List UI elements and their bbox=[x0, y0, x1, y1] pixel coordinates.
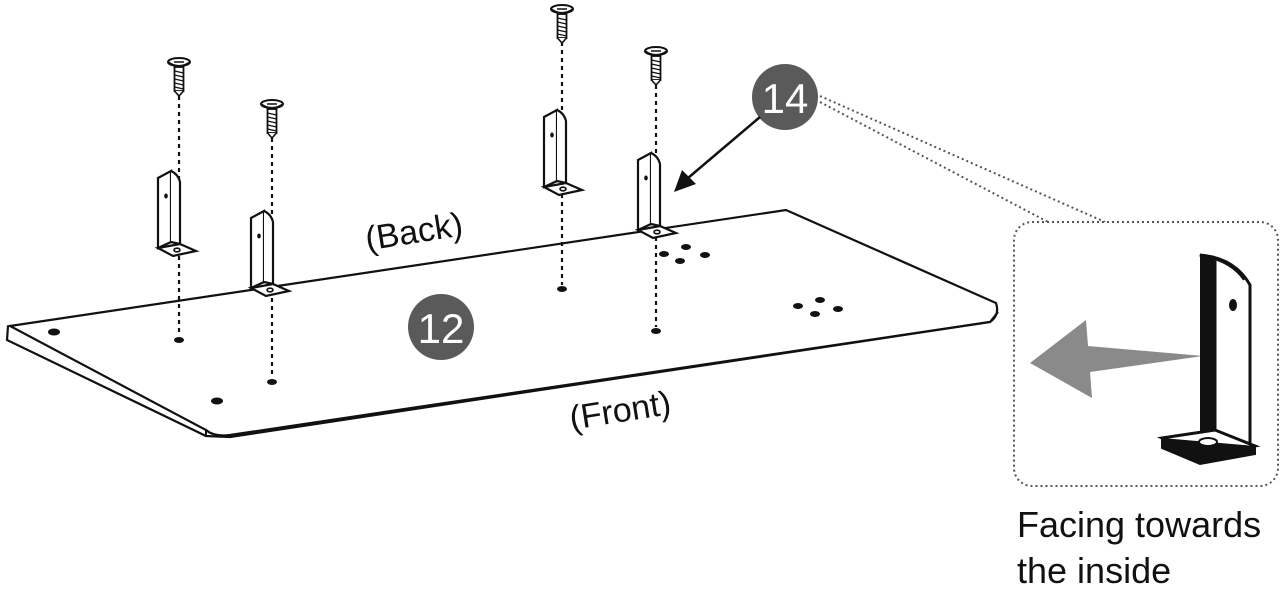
part-badge-14: 14 bbox=[752, 64, 818, 130]
bracket-icon bbox=[636, 151, 678, 240]
svg-text:14: 14 bbox=[762, 75, 809, 122]
detail-callout-box bbox=[1013, 221, 1279, 487]
back-label: (Back) bbox=[363, 206, 466, 259]
bracket-icon bbox=[542, 108, 584, 197]
mount-hole bbox=[48, 328, 60, 336]
bracket-icon bbox=[156, 169, 198, 258]
leader-arrow bbox=[674, 116, 761, 192]
bracket-icon bbox=[1156, 253, 1261, 466]
front-label: (Front) bbox=[567, 384, 674, 437]
screw-icon bbox=[550, 4, 574, 44]
caption-line-1: Facing towards bbox=[1017, 504, 1262, 545]
bracket-icon bbox=[249, 209, 291, 298]
board-panel bbox=[5, 208, 999, 439]
mount-hole bbox=[211, 397, 223, 405]
callout-lines bbox=[819, 95, 1106, 223]
detail-caption: Facing towards the inside bbox=[1017, 502, 1287, 594]
hole-cluster bbox=[659, 244, 710, 264]
arrow-icon bbox=[1030, 320, 1203, 398]
svg-text:12: 12 bbox=[418, 305, 465, 352]
screw-icon bbox=[644, 46, 668, 86]
caption-line-2: the inside bbox=[1017, 550, 1172, 591]
part-badge-12: 12 bbox=[408, 294, 474, 360]
screw-icon bbox=[260, 99, 284, 139]
screw-icon bbox=[167, 57, 191, 97]
hole-cluster bbox=[793, 297, 843, 317]
